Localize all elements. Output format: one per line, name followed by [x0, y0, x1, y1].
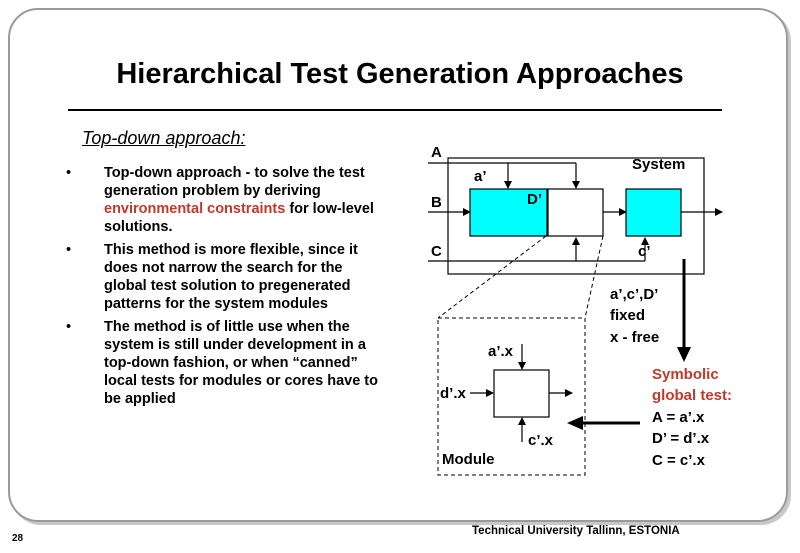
bullet-highlight: environmental constraints [104, 201, 286, 217]
test-eq-3: C = c’.x [652, 452, 706, 469]
fixed-line-3: x - free [610, 329, 659, 346]
bullet-text: Top-down approach - to solve the test ge… [104, 165, 365, 199]
zoom-line-right [584, 235, 604, 319]
input-a-label: A [431, 144, 442, 161]
module-mid [547, 188, 604, 237]
page-number: 28 [12, 533, 24, 544]
bullet-item-2: This method is more flexible, since it d… [62, 241, 380, 313]
slide-frame [8, 8, 788, 522]
bullet-item-3: The method is of little use when the sys… [62, 318, 380, 408]
test-eq-1: A = a’.x [652, 409, 705, 426]
bullet-list: Top-down approach - to solve the test ge… [62, 164, 380, 413]
signal-d-label: D’ [527, 191, 542, 208]
module-left [469, 188, 548, 237]
module-detail [493, 369, 550, 418]
test-title-1: Symbolic [652, 366, 719, 383]
fixed-line-2: fixed [610, 307, 645, 324]
module-in-bottom-label: c’.x [528, 432, 554, 449]
bullet-text: This method is more flexible, since it d… [104, 242, 358, 312]
fixed-line-1: a’,c’,D’ [610, 286, 658, 303]
bullet-item-1: Top-down approach - to solve the test ge… [62, 164, 380, 236]
bullet-text-end: for low-level solutions. [104, 201, 374, 235]
footer-institution: Technical University Tallinn, ESTONIA [472, 525, 680, 537]
zoom-line-left [437, 235, 547, 319]
module-in-left-label: d’.x [440, 385, 466, 402]
test-title-2: global test: [652, 387, 732, 404]
system-box [447, 157, 705, 275]
signal-a-label: a’ [474, 168, 487, 185]
system-label: System [632, 156, 685, 173]
module-label: Module [442, 451, 495, 468]
slide-subtitle: Top-down approach: [82, 128, 246, 148]
down-arrow-head [677, 347, 691, 362]
input-c-label: C [431, 243, 442, 260]
test-eq-2: D’ = d’.x [652, 430, 710, 447]
bullet-text: The method is of little use when the sys… [104, 319, 378, 407]
signal-c-label: c’ [638, 243, 651, 260]
title-rule [68, 109, 722, 111]
module-right [625, 188, 682, 237]
module-detail-box [437, 317, 586, 476]
left-arrow-head [567, 416, 583, 430]
module-in-top-label: a’.x [488, 343, 514, 360]
slide-title: Hierarchical Test Generation Approaches [116, 58, 684, 90]
input-b-label: B [431, 194, 442, 211]
